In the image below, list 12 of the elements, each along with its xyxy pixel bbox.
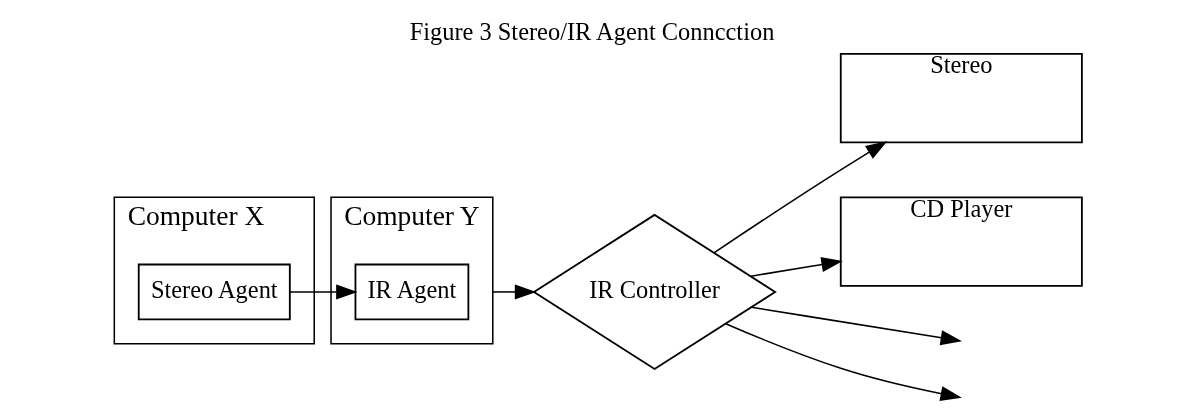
arrow	[724, 322, 962, 401]
node-diamond: IR Controller	[532, 213, 777, 371]
arrow	[750, 306, 962, 346]
arrow	[289, 284, 358, 300]
node-box: Stereo Agent	[137, 263, 291, 321]
arrow	[492, 284, 537, 300]
arrow	[750, 257, 843, 277]
node-box: Stereo	[839, 52, 1083, 144]
diagram-title: Figure 3 Stereo/IR Agent Conncction	[409, 17, 775, 45]
node-box: IR Agent	[354, 263, 470, 321]
node-box: CD Player	[839, 196, 1083, 287]
arrow	[713, 141, 888, 254]
